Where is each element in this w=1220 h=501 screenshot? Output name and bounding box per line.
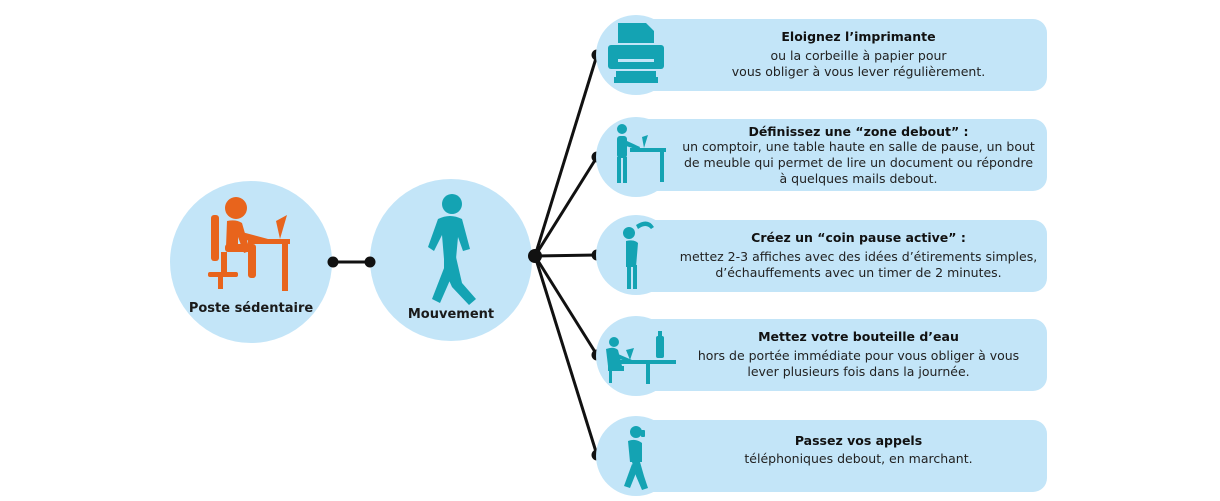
movement-node: Mouvement	[370, 179, 532, 341]
desk-water-bottle-icon	[606, 331, 676, 384]
movement-label: Mouvement	[407, 307, 495, 322]
tip-description: mettez 2-3 affiches avec des idées d’éti…	[679, 249, 1038, 280]
tip-title: Mettez votre bouteille d’eau	[758, 329, 959, 344]
tip-icon-badge	[596, 15, 676, 95]
tip-description: hors de portée immédiate pour vous oblig…	[697, 348, 1020, 379]
stretching-person-icon	[623, 221, 654, 289]
tip-description: un comptoir, une table haute en salle de…	[682, 139, 1035, 186]
tip-title: Créez un “coin pause active” :	[751, 230, 966, 245]
tip-icon-badge	[596, 117, 676, 197]
tip-icon-badge	[596, 416, 676, 496]
tip-title: Eloignez l’imprimante	[781, 29, 936, 44]
tip-card: Mettez votre bouteille d’eau hors de por…	[620, 319, 1047, 391]
sedentary-node: Poste sédentaire	[170, 181, 332, 343]
printer-icon	[608, 23, 664, 83]
standing-desk-icon	[617, 124, 666, 183]
walking-phone-icon	[624, 426, 648, 490]
tip-card: Définissez une “zone debout” : un compto…	[620, 119, 1047, 191]
tip-title: Passez vos appels	[794, 433, 923, 448]
tip-icon-badge	[596, 316, 676, 396]
walking-person-icon	[428, 194, 476, 305]
tip-card: Eloignez l’imprimante ou la corbeille à …	[620, 19, 1047, 91]
tip-description: téléphoniques debout, en marchant.	[744, 451, 973, 466]
tip-card: Créez un “coin pause active” : mettez 2-…	[620, 220, 1047, 292]
desk-worker-icon	[208, 197, 290, 291]
tip-icon-badge	[596, 215, 676, 295]
sedentary-label: Poste sédentaire	[188, 301, 314, 316]
tip-card: Passez vos appels téléphoniques debout, …	[620, 420, 1047, 492]
tip-description: ou la corbeille à papier pour vous oblig…	[731, 48, 986, 79]
tip-title: Définissez une “zone debout” :	[748, 124, 969, 139]
